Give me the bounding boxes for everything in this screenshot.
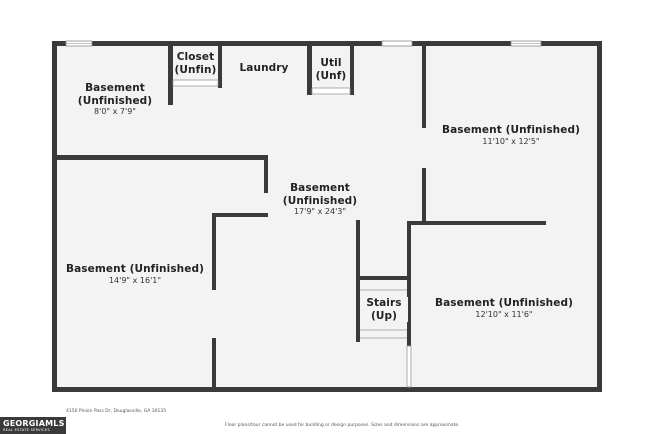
room-name: Basement (Unfinished) [77,82,153,107]
room-name: Basement (Unfinished) [66,263,204,275]
util-wall-right [350,43,354,95]
sw-room-east-wall-lower [212,338,216,388]
floor-area [54,43,600,390]
sw-room-east-wall-upper [212,213,216,290]
west-room-wall-stub [264,155,268,193]
closet-wall-left [168,43,173,105]
room-label-basement-se: Basement (Unfinished) 12'10" x 11'6" [420,297,588,319]
room-name: Util (Unf) [315,57,347,82]
outer-wall-bottom [52,387,602,392]
util-door [311,87,351,95]
room-dimensions: 14'9" x 16'1" [108,275,162,285]
stair-wall-top [356,276,411,280]
room-dimensions: 17'9" x 24'3" [293,207,347,217]
room-name: Laundry [239,62,289,74]
outer-wall-left [52,41,57,392]
room-name: Stairs (Up) [360,297,408,323]
room-label-basement-ne: Basement (Unfinished) 11'10" x 12'5" [430,124,592,146]
window-top-middle [381,40,413,47]
room-label-closet: Closet (Unfin) [173,51,218,76]
room-name: Closet (Unfin) [174,51,217,76]
stair-wall-left [356,220,360,342]
outer-wall-right [597,41,602,392]
stair-wall-right [407,221,411,346]
util-wall-left [307,43,312,95]
west-room-top-wall [54,155,267,160]
room-name: Basement (Unfinished) [282,182,358,207]
room-label-basement-center: Basement (Unfinished) 17'9" x 24'3" [268,182,372,217]
closet-door [172,79,219,87]
room-dimensions: 12'10" x 11'6" [475,309,533,319]
east-room-wall-lower [422,168,426,224]
footer-address: 4150 Pinion Pass Dr, Douglasville, GA 30… [66,409,167,414]
logo-main-text: GEORGIAMLS [3,419,65,428]
east-room-bottom-wall [408,221,546,225]
footer-disclaimer: Floor plans/tour cannot be used for buil… [225,423,460,428]
room-name: Basement (Unfinished) [435,297,573,309]
outer-wall-top [52,41,602,46]
east-room-wall-upper [422,43,426,128]
room-name: Basement (Unfinished) [442,124,580,136]
room-label-basement-sw: Basement (Unfinished) 14'9" x 16'1" [60,263,210,285]
room-dimensions: 8'0" x 7'9" [94,107,136,117]
room-label-basement-nw: Basement (Unfinished) 8'0" x 7'9" [67,82,163,117]
room-label-util: Util (Unf) [312,57,350,82]
room-label-laundry: Laundry [225,62,303,75]
sw-room-top-wall [212,213,268,217]
door-se-opening [406,345,412,388]
closet-wall-right [218,43,222,88]
room-label-stairs: Stairs (Up) [360,297,408,323]
georgia-mls-logo: GEORGIAMLS REAL ESTATE SERVICES [0,417,66,434]
logo-sub-text: REAL ESTATE SERVICES [3,428,50,432]
room-dimensions: 11'10" x 12'5" [482,136,540,146]
